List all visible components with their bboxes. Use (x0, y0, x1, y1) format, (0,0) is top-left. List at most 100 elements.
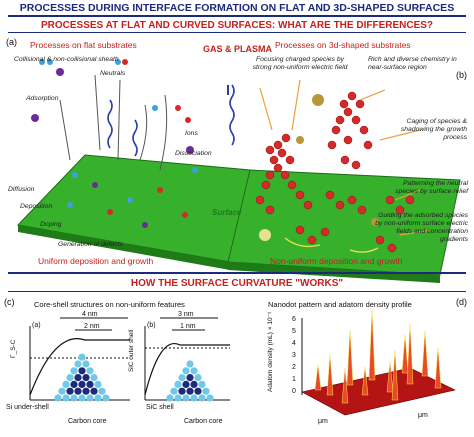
section2-title: HOW THE SURFACE CURVATURE "WORKS" (130, 278, 344, 289)
atom (170, 387, 178, 395)
atom (190, 394, 198, 402)
density-spikes (314, 309, 442, 404)
density-spike (434, 347, 442, 389)
density-spike (406, 323, 414, 385)
label-dissociation: Dissociation (175, 150, 212, 157)
density-spike (386, 361, 394, 393)
nanostructure-clusters (255, 91, 415, 253)
atom (190, 367, 198, 375)
gamma-axis-label: Γ_S-C (10, 339, 17, 358)
density-spike (346, 329, 354, 386)
main-title: PROCESSES DURING INTERFACE FORMATION ON … (19, 2, 455, 14)
atom (182, 367, 190, 375)
sub-b-label: (b) (147, 322, 156, 329)
section1-divider (8, 32, 466, 33)
density-spike (314, 364, 322, 391)
atom (62, 394, 70, 402)
density-spike (341, 367, 349, 404)
ytick-5: 5 (292, 328, 296, 335)
uniform-footer: Uniform deposition and growth (38, 256, 154, 266)
x-unit-1: μm (318, 418, 328, 425)
atom (78, 394, 86, 402)
ytick-4: 4 (292, 340, 296, 347)
atom (78, 367, 86, 375)
nonuniform-footer: Non-uniform deposition and growth (270, 256, 403, 266)
surface-label: Surface (212, 208, 242, 217)
plot-y-label: Adatom density (mL) × 10⁻¹ (267, 311, 274, 392)
pyramid-b (166, 360, 214, 402)
density-spike (401, 334, 409, 374)
dim-b-inner: 1 nm (180, 323, 196, 330)
dim-b-outer: 3 nm (178, 311, 194, 318)
flat-substrate-title: Processes on flat substrates (30, 40, 137, 50)
density-spike (326, 354, 334, 396)
flat-species (31, 59, 198, 228)
atom (90, 387, 98, 395)
atom (166, 394, 174, 402)
atom (70, 367, 78, 375)
label-defects: Generation of defects (58, 241, 123, 248)
atom (54, 394, 62, 402)
flat-surface-edge (18, 225, 230, 270)
label-deposition: Deposition (20, 203, 53, 210)
panel-d-label: (d) (456, 297, 467, 307)
nanodot-title: Nanodot pattern and adatom density profi… (268, 300, 412, 309)
atom (186, 360, 194, 368)
ytick-1: 1 (292, 376, 296, 383)
atom (86, 394, 94, 402)
si-under-label: Si under-shell (6, 404, 49, 411)
atom (74, 387, 82, 395)
dim-a-outer: 4 nm (82, 311, 98, 318)
carbon-core-a-label: Carbon core (68, 418, 107, 425)
atom (66, 374, 74, 382)
atom (74, 374, 82, 382)
atom (194, 374, 202, 382)
atom (70, 380, 78, 388)
atom (82, 360, 90, 368)
atom (198, 380, 206, 388)
label-patterning: Patterning the neutral species by surfac… (395, 180, 468, 195)
shaped-substrate-title: Processes on 3d-shaped substrates (275, 40, 411, 50)
atom (202, 387, 210, 395)
dim-a-inner: 2 nm (84, 323, 100, 330)
atom (182, 394, 190, 402)
adatom-plot (301, 309, 456, 416)
sub-a-label: (a) (32, 322, 41, 329)
density-spike (368, 309, 376, 381)
atom (98, 387, 106, 395)
sic-shell-label: SiC shell (146, 404, 174, 411)
panel-a-label: (a) (6, 37, 17, 47)
atom (194, 387, 202, 395)
core-shell-title: Core-shell structures on non-uniform fea… (34, 300, 185, 309)
title-divider (8, 15, 466, 17)
section2-divider (8, 291, 466, 292)
label-adsorption: Adsorption (26, 95, 59, 102)
ytick-3: 3 (292, 352, 296, 359)
wavy-trajectories (107, 84, 235, 157)
density-spike (421, 330, 429, 377)
pyramid-a (54, 353, 110, 402)
atom (178, 374, 186, 382)
atom (86, 380, 94, 388)
atom (82, 387, 90, 395)
atom (182, 380, 190, 388)
section2-top-divider (8, 272, 466, 274)
density-spike (361, 366, 369, 396)
panel-c-label: (c) (4, 297, 15, 307)
atom (190, 380, 198, 388)
label-caging: Caging of species & shadowing the growth… (400, 118, 467, 141)
ytick-2: 2 (292, 364, 296, 371)
atom (66, 387, 74, 395)
focus-arrows (259, 79, 431, 236)
curved-surface (227, 169, 461, 276)
atom (78, 380, 86, 388)
panel-b-label: (b) (456, 70, 467, 80)
atom (62, 380, 70, 388)
plot-base (301, 367, 456, 416)
atom (174, 380, 182, 388)
atom (178, 387, 186, 395)
label-sheath: Collisional & non-collisional sheath (14, 56, 119, 63)
ytick-6: 6 (292, 316, 296, 323)
